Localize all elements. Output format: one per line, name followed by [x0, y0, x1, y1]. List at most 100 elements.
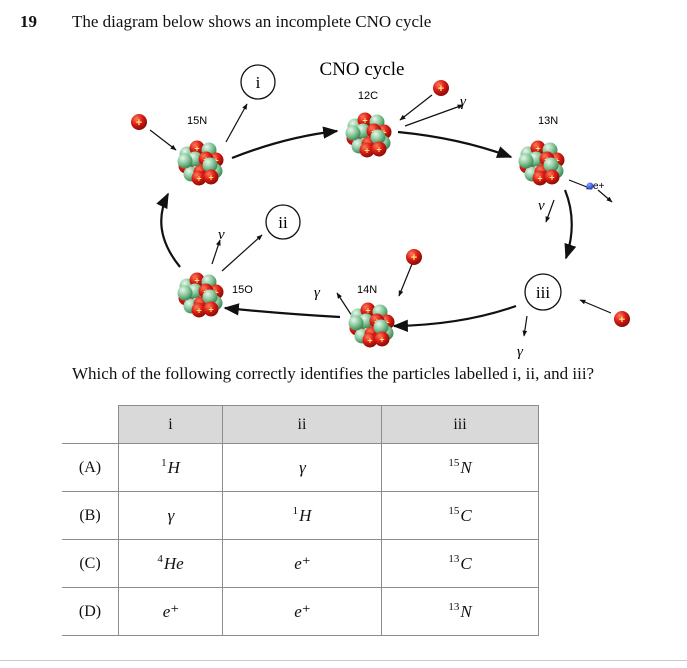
- neutron-sphere: [202, 157, 218, 173]
- cell-ii: 1H: [222, 491, 382, 540]
- proton-sign: +: [376, 145, 381, 155]
- arrow-n15-to-i: [225, 103, 248, 143]
- arrow-gamma-from-n14: [336, 292, 353, 317]
- option-row-b[interactable]: (B) γ 1H 15C: [62, 491, 539, 540]
- cell-iii: 15N: [381, 443, 539, 492]
- cell-ii: e⁺: [222, 539, 382, 588]
- proton-sign: +: [208, 305, 213, 315]
- option-label: (C): [62, 539, 119, 588]
- proton-icon: +: [433, 80, 449, 96]
- gamma-label-n14: γ: [314, 285, 321, 301]
- cell-i: 1H: [118, 443, 223, 492]
- proton-sign: +: [379, 335, 384, 345]
- proton-sphere: [191, 170, 207, 186]
- gamma-label-c12: γ: [460, 94, 467, 110]
- cell-iii: 15C: [381, 491, 539, 540]
- svg-text:i: i: [256, 73, 261, 92]
- proton-sign: +: [196, 174, 201, 184]
- neutron-sphere: [373, 319, 389, 335]
- arrow-gamma-from-c12: [404, 104, 464, 127]
- arrow-proton-to-n14: [398, 263, 413, 297]
- proton-sign: +: [208, 173, 213, 183]
- positron-icon: [586, 182, 594, 190]
- proton-sphere: [532, 170, 548, 186]
- nucleus-label-n13: 13N: [538, 115, 558, 127]
- cycle-arrow-c12-to-n13: [397, 130, 513, 159]
- proton-sign: +: [196, 306, 201, 316]
- option-row-d[interactable]: (D) e⁺ e⁺ 13N: [62, 587, 539, 636]
- proton-sphere: [191, 302, 207, 318]
- svg-text:ii: ii: [278, 213, 288, 232]
- option-label: (B): [62, 491, 119, 540]
- arrow-positron-motion: [597, 189, 613, 203]
- proton-sign: +: [362, 116, 367, 126]
- neutron-sphere: [370, 129, 386, 145]
- nucleus-c12-icon: +++++++: [345, 112, 392, 158]
- svg-text:+: +: [438, 83, 444, 95]
- cell-i: γ: [118, 491, 223, 540]
- table-header-ii: ii: [222, 405, 382, 444]
- proton-sphere: [371, 141, 387, 157]
- option-label: (A): [62, 443, 119, 492]
- unknown-particle-ii: ii: [265, 204, 301, 240]
- table-header-row: i ii iii: [62, 405, 539, 444]
- nucleus-label-c12: 12C: [358, 90, 378, 102]
- question-text: The diagram below shows an incomplete CN…: [72, 12, 432, 31]
- option-label: (D): [62, 587, 119, 636]
- cno-cycle-diagram: CNO cycle 12C 13N 15N 15O 14N i ii iii γ…: [131, 59, 630, 360]
- proton-sphere: [203, 169, 219, 185]
- nucleus-n13-icon: +++++++: [518, 140, 565, 186]
- unknown-particle-iii: iii: [524, 273, 562, 311]
- arrow-proton-to-iii: [579, 299, 612, 314]
- table-header-i: i: [118, 405, 223, 444]
- nucleus-n14-icon: +++++++: [348, 302, 395, 348]
- cycle-arrow-n14-to-o15: [223, 303, 341, 319]
- arrow-gamma-from-iii: [522, 315, 528, 337]
- neutron-sphere: [177, 285, 193, 301]
- cycle-arrow-n15-to-c12: [231, 126, 339, 160]
- nu-label-n13: ν: [538, 198, 545, 214]
- svg-text:+: +: [411, 252, 417, 264]
- positron-label: e+: [593, 181, 605, 192]
- cell-iii: 13N: [381, 587, 539, 636]
- neutron-sphere: [348, 315, 364, 331]
- option-row-a[interactable]: (A) 1H γ 15N: [62, 443, 539, 492]
- arrow-proton-to-n15: [149, 129, 177, 151]
- question-prompt: Which of the following correctly identif…: [72, 364, 595, 383]
- option-row-c[interactable]: (C) 4He e⁺ 13C: [62, 539, 539, 588]
- page-divider: [0, 660, 687, 661]
- diagram-title: CNO cycle: [320, 59, 405, 80]
- neutron-sphere: [177, 153, 193, 169]
- arrow-nu-from-o15: [211, 239, 221, 265]
- cycle-arrow-o15-to-n15: [156, 192, 181, 268]
- answer-table: i ii iii (A) 1H γ 15N (B) γ 1H 15C (C) 4…: [62, 405, 539, 636]
- proton-sign: +: [364, 146, 369, 156]
- nucleus-o15-icon: +++++++: [177, 272, 224, 318]
- proton-sign: +: [367, 336, 372, 346]
- nucleus-label-n15: 15N: [187, 115, 207, 127]
- cell-ii: γ: [222, 443, 382, 492]
- proton-sign: +: [535, 144, 540, 154]
- proton-sphere: [544, 169, 560, 185]
- cell-ii: e⁺: [222, 587, 382, 636]
- cell-iii: 13C: [381, 539, 539, 588]
- proton-icon: +: [131, 114, 147, 130]
- nucleus-label-o15: 15O: [232, 284, 253, 296]
- arrow-nu-from-n13: [545, 199, 555, 223]
- neutron-sphere: [518, 153, 534, 169]
- proton-icon: +: [614, 311, 630, 327]
- cycle-arrow-iii-to-n14: [392, 304, 517, 332]
- gamma-label-iii: γ: [517, 344, 524, 360]
- proton-icon: +: [406, 249, 422, 265]
- proton-sign: +: [365, 306, 370, 316]
- table-header-blank: [62, 405, 119, 444]
- svg-text:+: +: [619, 314, 625, 326]
- question-number: 19: [20, 12, 37, 31]
- svg-text:iii: iii: [536, 283, 550, 302]
- neutron-sphere: [345, 125, 361, 141]
- cycle-arrow-n13-to-n14: [563, 189, 577, 260]
- neutron-sphere: [543, 157, 559, 173]
- proton-sign: +: [194, 144, 199, 154]
- cell-i: 4He: [118, 539, 223, 588]
- proton-sign: +: [537, 174, 542, 184]
